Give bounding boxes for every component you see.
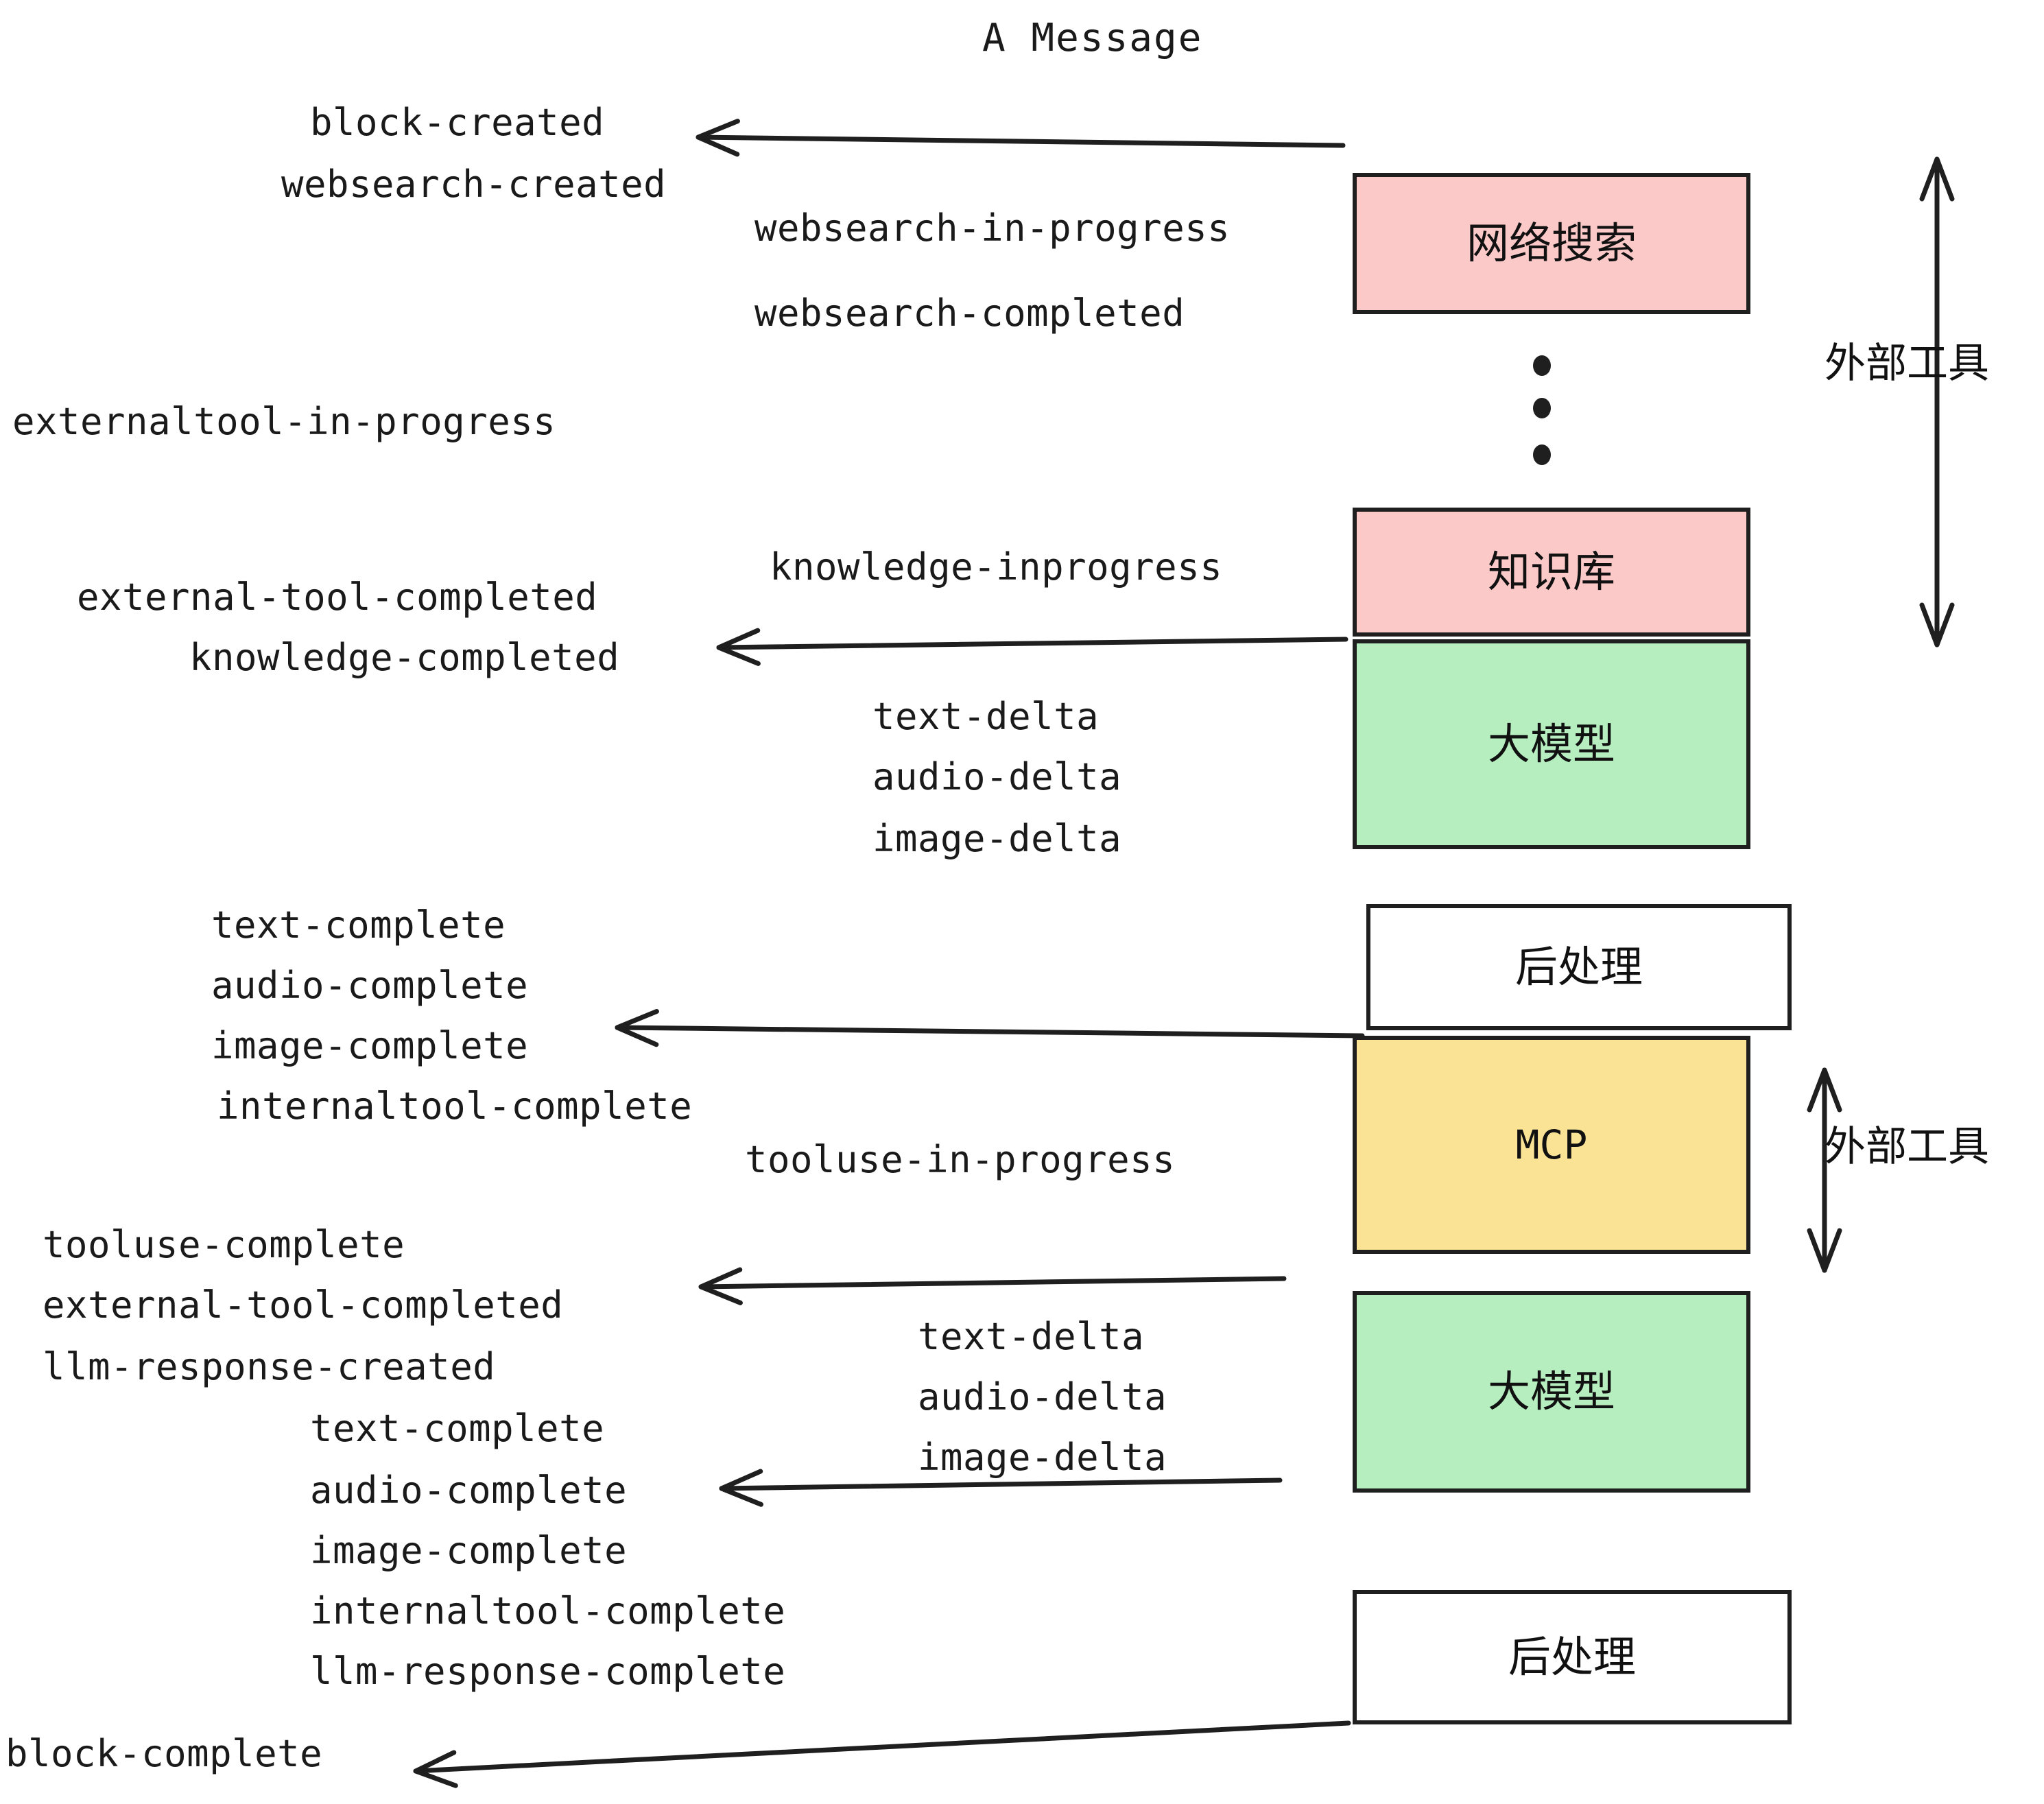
- event-label-block-created: block-created: [310, 101, 605, 144]
- event-label-text-delta-2: text-delta: [918, 1315, 1145, 1358]
- ellipsis-dot-3: [1533, 444, 1551, 465]
- arrow-post2-to-block: [413, 1720, 1351, 1788]
- external-tool-arrow-top: [1919, 156, 1955, 648]
- event-label-websearch-in-progress: websearch-in-progress: [754, 206, 1231, 250]
- side-label-external-tool-top: 外部工具: [1825, 340, 1989, 388]
- event-label-audio-delta-2: audio-delta: [918, 1375, 1167, 1419]
- side-label-external-tool-bottom: 外部工具: [1825, 1123, 1989, 1171]
- node-mcp[interactable]: MCP: [1353, 1036, 1750, 1254]
- arrow-llm2-to-events: [698, 1267, 1287, 1305]
- event-label-audio-complete-2: audio-complete: [310, 1469, 628, 1512]
- event-label-image-delta-2: image-delta: [918, 1436, 1167, 1479]
- event-label-audio-delta-1: audio-delta: [872, 755, 1122, 798]
- event-label-text-complete-2: text-complete: [310, 1407, 605, 1450]
- event-label-image-complete-1: image-complete: [211, 1024, 529, 1067]
- arrow-knowledge-to-events: [716, 628, 1348, 666]
- node-label-knowledge: 知识库: [1487, 547, 1615, 597]
- node-label-llm-2: 大模型: [1487, 1366, 1615, 1416]
- event-label-block-complete: block-complete: [5, 1732, 323, 1775]
- event-label-image-delta-1: image-delta: [872, 817, 1122, 860]
- node-post-1[interactable]: 后处理: [1366, 904, 1792, 1030]
- event-label-external-tool-completed-1: external-tool-completed: [77, 575, 598, 619]
- node-post-2[interactable]: 后处理: [1353, 1590, 1792, 1724]
- event-label-internaltool-complete-1: internaltool-complete: [217, 1084, 693, 1128]
- node-llm-2[interactable]: 大模型: [1353, 1291, 1750, 1493]
- event-label-llm-response-created: llm-response-created: [43, 1345, 496, 1388]
- node-knowledge[interactable]: 知识库: [1353, 508, 1750, 637]
- event-label-websearch-created: websearch-created: [281, 163, 667, 206]
- event-label-websearch-completed: websearch-completed: [754, 292, 1185, 335]
- arrow-mcp-to-events: [615, 1008, 1365, 1047]
- event-label-audio-complete-1: audio-complete: [211, 964, 529, 1007]
- node-llm-1[interactable]: 大模型: [1353, 639, 1750, 849]
- ellipsis-dot-1: [1533, 355, 1551, 376]
- ellipsis-dot-2: [1533, 398, 1551, 418]
- event-label-tooluse-complete: tooluse-complete: [43, 1223, 405, 1266]
- node-label-post-2: 后处理: [1508, 1632, 1636, 1682]
- event-label-tooluse-in-progress: tooluse-in-progress: [745, 1138, 1176, 1181]
- event-label-knowledge-inprogress: knowledge-inprogress: [770, 545, 1223, 589]
- event-label-internaltool-complete-2: internaltool-complete: [310, 1589, 786, 1633]
- page-title: A Message: [982, 16, 1203, 60]
- event-label-text-complete-1: text-complete: [211, 903, 506, 947]
- node-label-llm-1: 大模型: [1487, 719, 1615, 769]
- node-label-post-1: 后处理: [1514, 942, 1643, 992]
- arrow-websearch-to-block: [696, 119, 1346, 157]
- node-label-mcp: MCP: [1515, 1121, 1588, 1168]
- event-label-llm-response-complete: llm-response-complete: [310, 1650, 786, 1693]
- event-label-image-complete-2: image-complete: [310, 1529, 628, 1572]
- event-label-knowledge-completed: knowledge-completed: [189, 636, 620, 679]
- node-label-websearch: 网络搜索: [1466, 218, 1637, 268]
- event-label-text-delta-1: text-delta: [872, 695, 1100, 738]
- event-label-externaltool-in-progress: externaltool-in-progress: [12, 400, 556, 443]
- node-websearch[interactable]: 网络搜索: [1353, 173, 1750, 314]
- event-label-external-tool-completed-2: external-tool-completed: [43, 1283, 564, 1327]
